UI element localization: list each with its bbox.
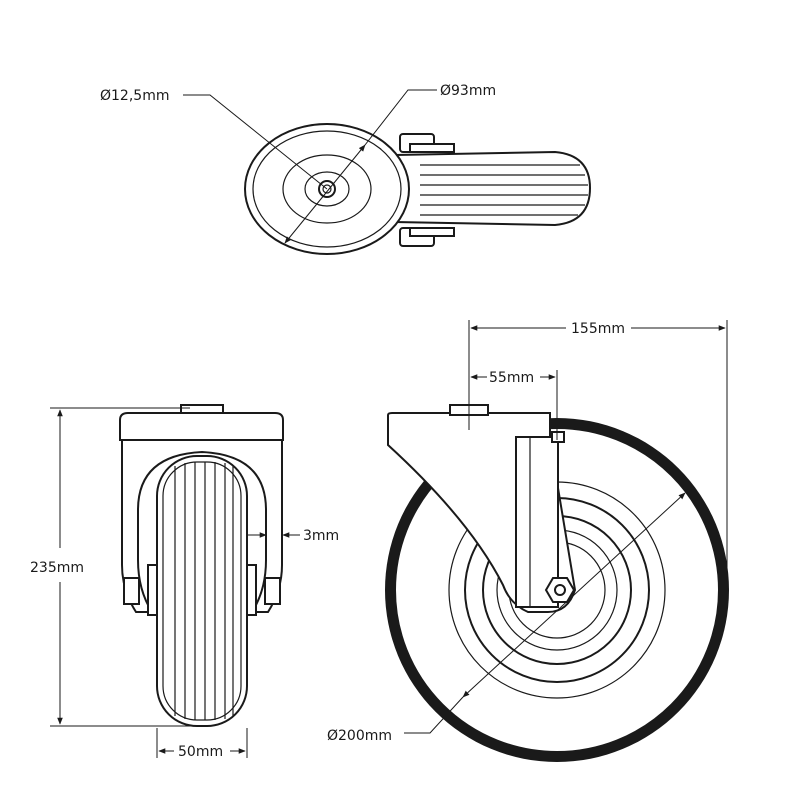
swivel-offset-label: 55mm [489, 370, 534, 386]
fork-gap-label: 3mm [303, 528, 339, 544]
wheel-diameter-label: Ø200mm [327, 728, 392, 744]
total-offset-label: 155mm [571, 321, 625, 337]
top-view: Ø12,5mm Ø93mm [100, 83, 592, 255]
axle-diameter-label: Ø12,5mm [100, 88, 169, 104]
front-view: 235mm 3mm 50mm [30, 404, 339, 760]
wheel-width-label: 50mm [178, 744, 223, 760]
side-view: Ø200mm 155mm 55mm [327, 320, 729, 762]
mount-diameter-label: Ø93mm [440, 83, 496, 99]
height-label: 235mm [30, 560, 84, 576]
